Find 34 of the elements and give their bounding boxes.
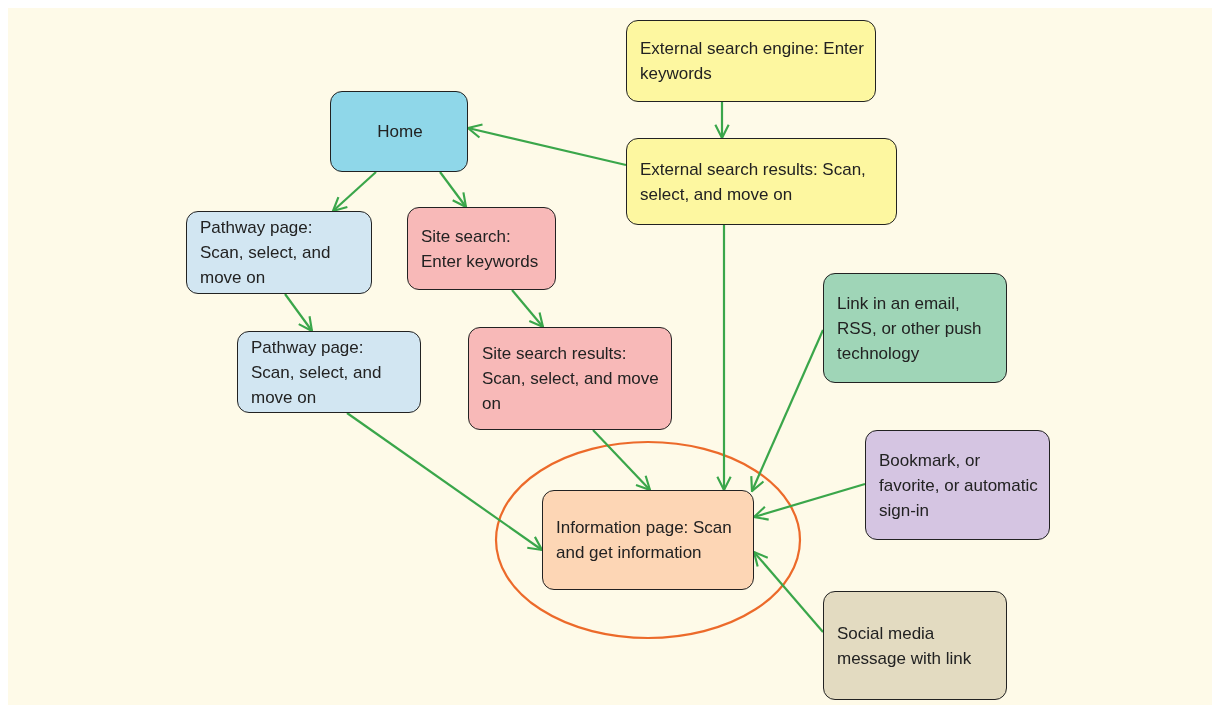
process-box [468, 327, 672, 430]
arrow [592, 429, 652, 492]
process-box [542, 490, 754, 590]
arrow [466, 123, 627, 167]
node-label: Information page: Scan and get information [556, 517, 733, 564]
node-label: Link in an email, RSS, or other push technology [837, 292, 983, 365]
node-label: Pathway page: Scan, select, and move on [251, 336, 383, 409]
process-box [823, 591, 1007, 700]
node-label: External search results: Scan, select, and move on [640, 158, 867, 206]
arrow [284, 293, 314, 333]
node-label: Site search: Enter keywords [421, 225, 540, 273]
process-box [330, 91, 468, 172]
node-label: Site search results: Scan, select, and move on [482, 343, 660, 415]
arrow [714, 102, 730, 140]
node-label: Pathway page: Scan, select, and move on [200, 217, 332, 289]
arrow [716, 225, 732, 492]
process-box [407, 207, 556, 290]
process-box [865, 430, 1050, 540]
arrow [511, 289, 545, 329]
arrow [439, 171, 468, 209]
arrow [752, 550, 824, 633]
node-label: Bookmark, or favorite, or automatic sign-in [879, 449, 1038, 522]
arrow [331, 171, 377, 213]
node-label: Social media message with link [837, 622, 973, 670]
process-box [186, 211, 372, 294]
process-box [626, 20, 876, 102]
node-label: Home [377, 121, 423, 143]
arrow [752, 482, 866, 521]
arrow [750, 329, 824, 493]
process-box [626, 138, 897, 225]
process-box [237, 331, 421, 413]
process-box [823, 273, 1007, 383]
arrow [346, 412, 544, 552]
node-label: External search engine: Enter keywords [640, 38, 864, 85]
